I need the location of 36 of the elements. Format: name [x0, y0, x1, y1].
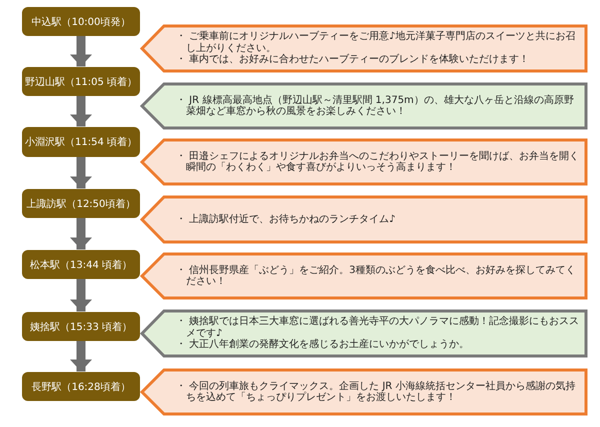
station-label: 中込駅（10:00頃発） [32, 16, 130, 28]
station-box [22, 7, 140, 36]
station-box [22, 127, 140, 157]
callout-box [140, 368, 588, 416]
arrow [70, 36, 92, 66]
station-box [22, 189, 140, 218]
station-label: 小淵沢駅（11:54 頃着） [25, 136, 137, 149]
bullet-text: ・ 大正八年創業の発酵文化を感じるお土産にいかがでしょうか。 [176, 339, 470, 351]
bullet-text: ・ 信州長野県産「ぶどう」をご紹介。3種類のぶどうを食べ比べ、お好みを探してみてください！ [176, 264, 577, 288]
bullet-text: ・ 姨捨駅では日本三大車窓に選ばれる善光寺平の大パノラマに感動！記念撮影にもおススメです♪ [176, 316, 580, 339]
arrow [70, 96, 92, 126]
bullet-text: ・ 今回の列車旅もクライマックス。企画した JR 小海線統括センター社員から感謝の気持ちを込めて「ちょっぴりプレゼント」をお渡しいたします！ [176, 380, 576, 404]
station-box [22, 312, 140, 341]
callout-box [140, 252, 588, 300]
station-box [22, 250, 140, 279]
bullet-text: ・ ご乗車前にオリジナルハーブティーをご用意♪地元洋菓子専門店のスイーツと共にお召し上がりください。 [176, 31, 577, 54]
callout-box [140, 138, 588, 186]
bullet-text: ・ JR 線標高最高地点（野辺山駅～清里駅間 1,375m）の、雄大な八ヶ岳と沿線の高原野菜畑など車窓から秋の風景をお楽しみください！ [176, 94, 575, 118]
bullet-text: ・ 車内では、お好みに合わせたハーブティーのブレンドを体験いただけます！ [176, 54, 530, 66]
callout-box [140, 309, 588, 358]
arrow [70, 218, 92, 250]
station-label: 長野駅（16:28頃着） [32, 380, 130, 394]
station-label: 姨捨駅（15:33 頃着） [30, 320, 132, 334]
station-box [22, 67, 140, 96]
callout-box [140, 24, 588, 73]
arrow [70, 279, 92, 312]
station-label: 上諏訪駅（12:50頃着） [26, 198, 136, 210]
bullet-text: ・ 上諏訪駅付近で、お待ちかねのランチタイム♪ [176, 214, 397, 226]
arrow [70, 157, 92, 188]
station-label: 野辺山駅（11:05 頃着） [25, 76, 137, 88]
callout-box [140, 195, 588, 244]
callout-box [140, 82, 588, 130]
arrow [70, 341, 92, 372]
station-box [22, 372, 140, 401]
station-label: 松本駅（13:44 頃着） [30, 258, 132, 272]
bullet-text: ・ 田邉シェフによるオリジナルお弁当へのこだわりやストーリーを聞けば、お弁当を開く瞬間の「わくわく」や食す喜びがよりいっそう高まります！ [176, 150, 580, 174]
